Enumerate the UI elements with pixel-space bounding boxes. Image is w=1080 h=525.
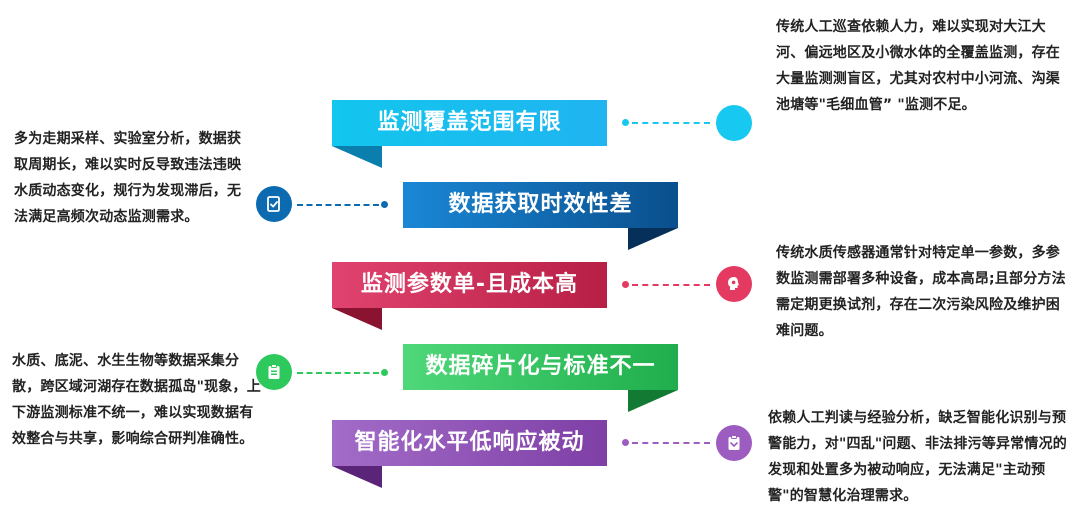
connector-line: [297, 372, 379, 374]
banner-label: 监测参数单-且成本高: [360, 272, 579, 297]
banner-coverage: 监测覆盖范围有限: [332, 100, 607, 146]
connector-line: [632, 122, 710, 124]
connector-dot: [381, 369, 388, 376]
description-coverage: 传统人工巡查依赖人力，难以实现对大江大河、偏远地区及小微水体的全覆盖监测，存在大…: [776, 19, 1060, 113]
blank-circle-icon: [716, 105, 752, 141]
connector-dot: [381, 201, 388, 208]
connector-line: [297, 204, 379, 206]
banner-intelligence: 智能化水平低响应被动: [332, 420, 607, 466]
banner-parameters: 监测参数单-且成本高: [332, 262, 607, 308]
banner-label: 智能化水平低响应被动: [354, 430, 585, 455]
clipboard-alert-icon: [716, 425, 752, 461]
description-parameters: 传统水质传感器通常针对特定单一参数，多参数监测需部署多种设备，成本高昂;且部分方…: [776, 245, 1066, 339]
connector-dot: [622, 439, 629, 446]
connector-dot: [622, 281, 629, 288]
banner-fold: [332, 308, 382, 330]
banner-label: 监测覆盖范围有限: [377, 110, 562, 135]
banner-fold: [628, 228, 678, 250]
banner-fold: [628, 390, 678, 412]
banner-fragmentation: 数据碎片化与标准不一: [403, 344, 678, 390]
connector-dot: [622, 119, 629, 126]
description-intelligence: 依赖人工判读与经验分析，缺乏智能化识别与预警能力，对"四乱"问题、非法排污等异常…: [768, 410, 1067, 504]
connector-line: [632, 284, 710, 286]
banner-fold: [332, 466, 382, 488]
document-check-icon: [256, 186, 292, 222]
connector-line: [632, 442, 710, 444]
banner-label: 数据碎片化与标准不一: [425, 354, 656, 379]
banner-label: 数据获取时效性差: [448, 192, 633, 217]
banner-timeliness: 数据获取时效性差: [403, 182, 678, 228]
clipboard-list-icon: [256, 354, 292, 390]
banner-fold: [332, 146, 382, 168]
idea-head-icon: [716, 266, 752, 302]
description-timeliness: 多为走期采样、实验室分析，数据获取周期长，难以实时反导致违法违映水质动态变化，规…: [14, 131, 242, 225]
description-fragmentation: 水质、底泥、水生生物等数据采集分散，跨区域河湖存在数据孤岛"现象，上下游监测标准…: [12, 353, 261, 447]
